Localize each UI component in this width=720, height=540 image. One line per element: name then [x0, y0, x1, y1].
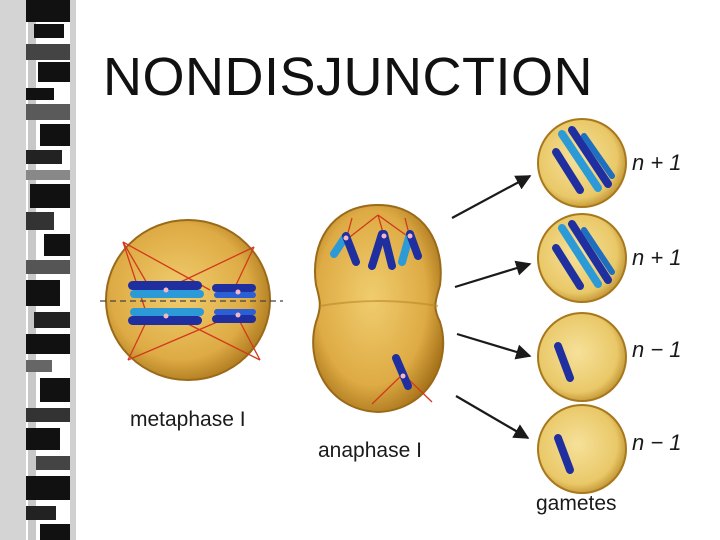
gamete-3-label: n − 1	[632, 337, 682, 362]
arrow-4	[455, 395, 530, 439]
arrow-2	[454, 260, 532, 289]
gamete-4	[537, 404, 627, 494]
gamete-3	[537, 312, 627, 402]
metaphase-chromosomes	[128, 281, 256, 325]
arrow-1	[451, 175, 532, 219]
gamete-2	[537, 213, 627, 303]
slide-title: NONDISJUNCTION	[103, 47, 593, 107]
anaphase-label: anaphase I	[318, 439, 422, 462]
anaphase-cell	[312, 203, 445, 414]
arrows	[451, 175, 532, 439]
gamete-4-label: n − 1	[632, 430, 682, 455]
metaphase-cell	[100, 219, 283, 381]
metaphase-label: metaphase I	[130, 408, 246, 431]
gamete-1-label: n + 1	[632, 150, 682, 175]
decorative-stripe-border	[0, 0, 80, 540]
anaphase-chromosomes	[330, 230, 422, 390]
arrow-3	[456, 332, 532, 360]
gamete-2-label: n + 1	[632, 245, 682, 270]
gamete-1	[537, 118, 627, 208]
gametes-label: gametes	[536, 492, 617, 515]
